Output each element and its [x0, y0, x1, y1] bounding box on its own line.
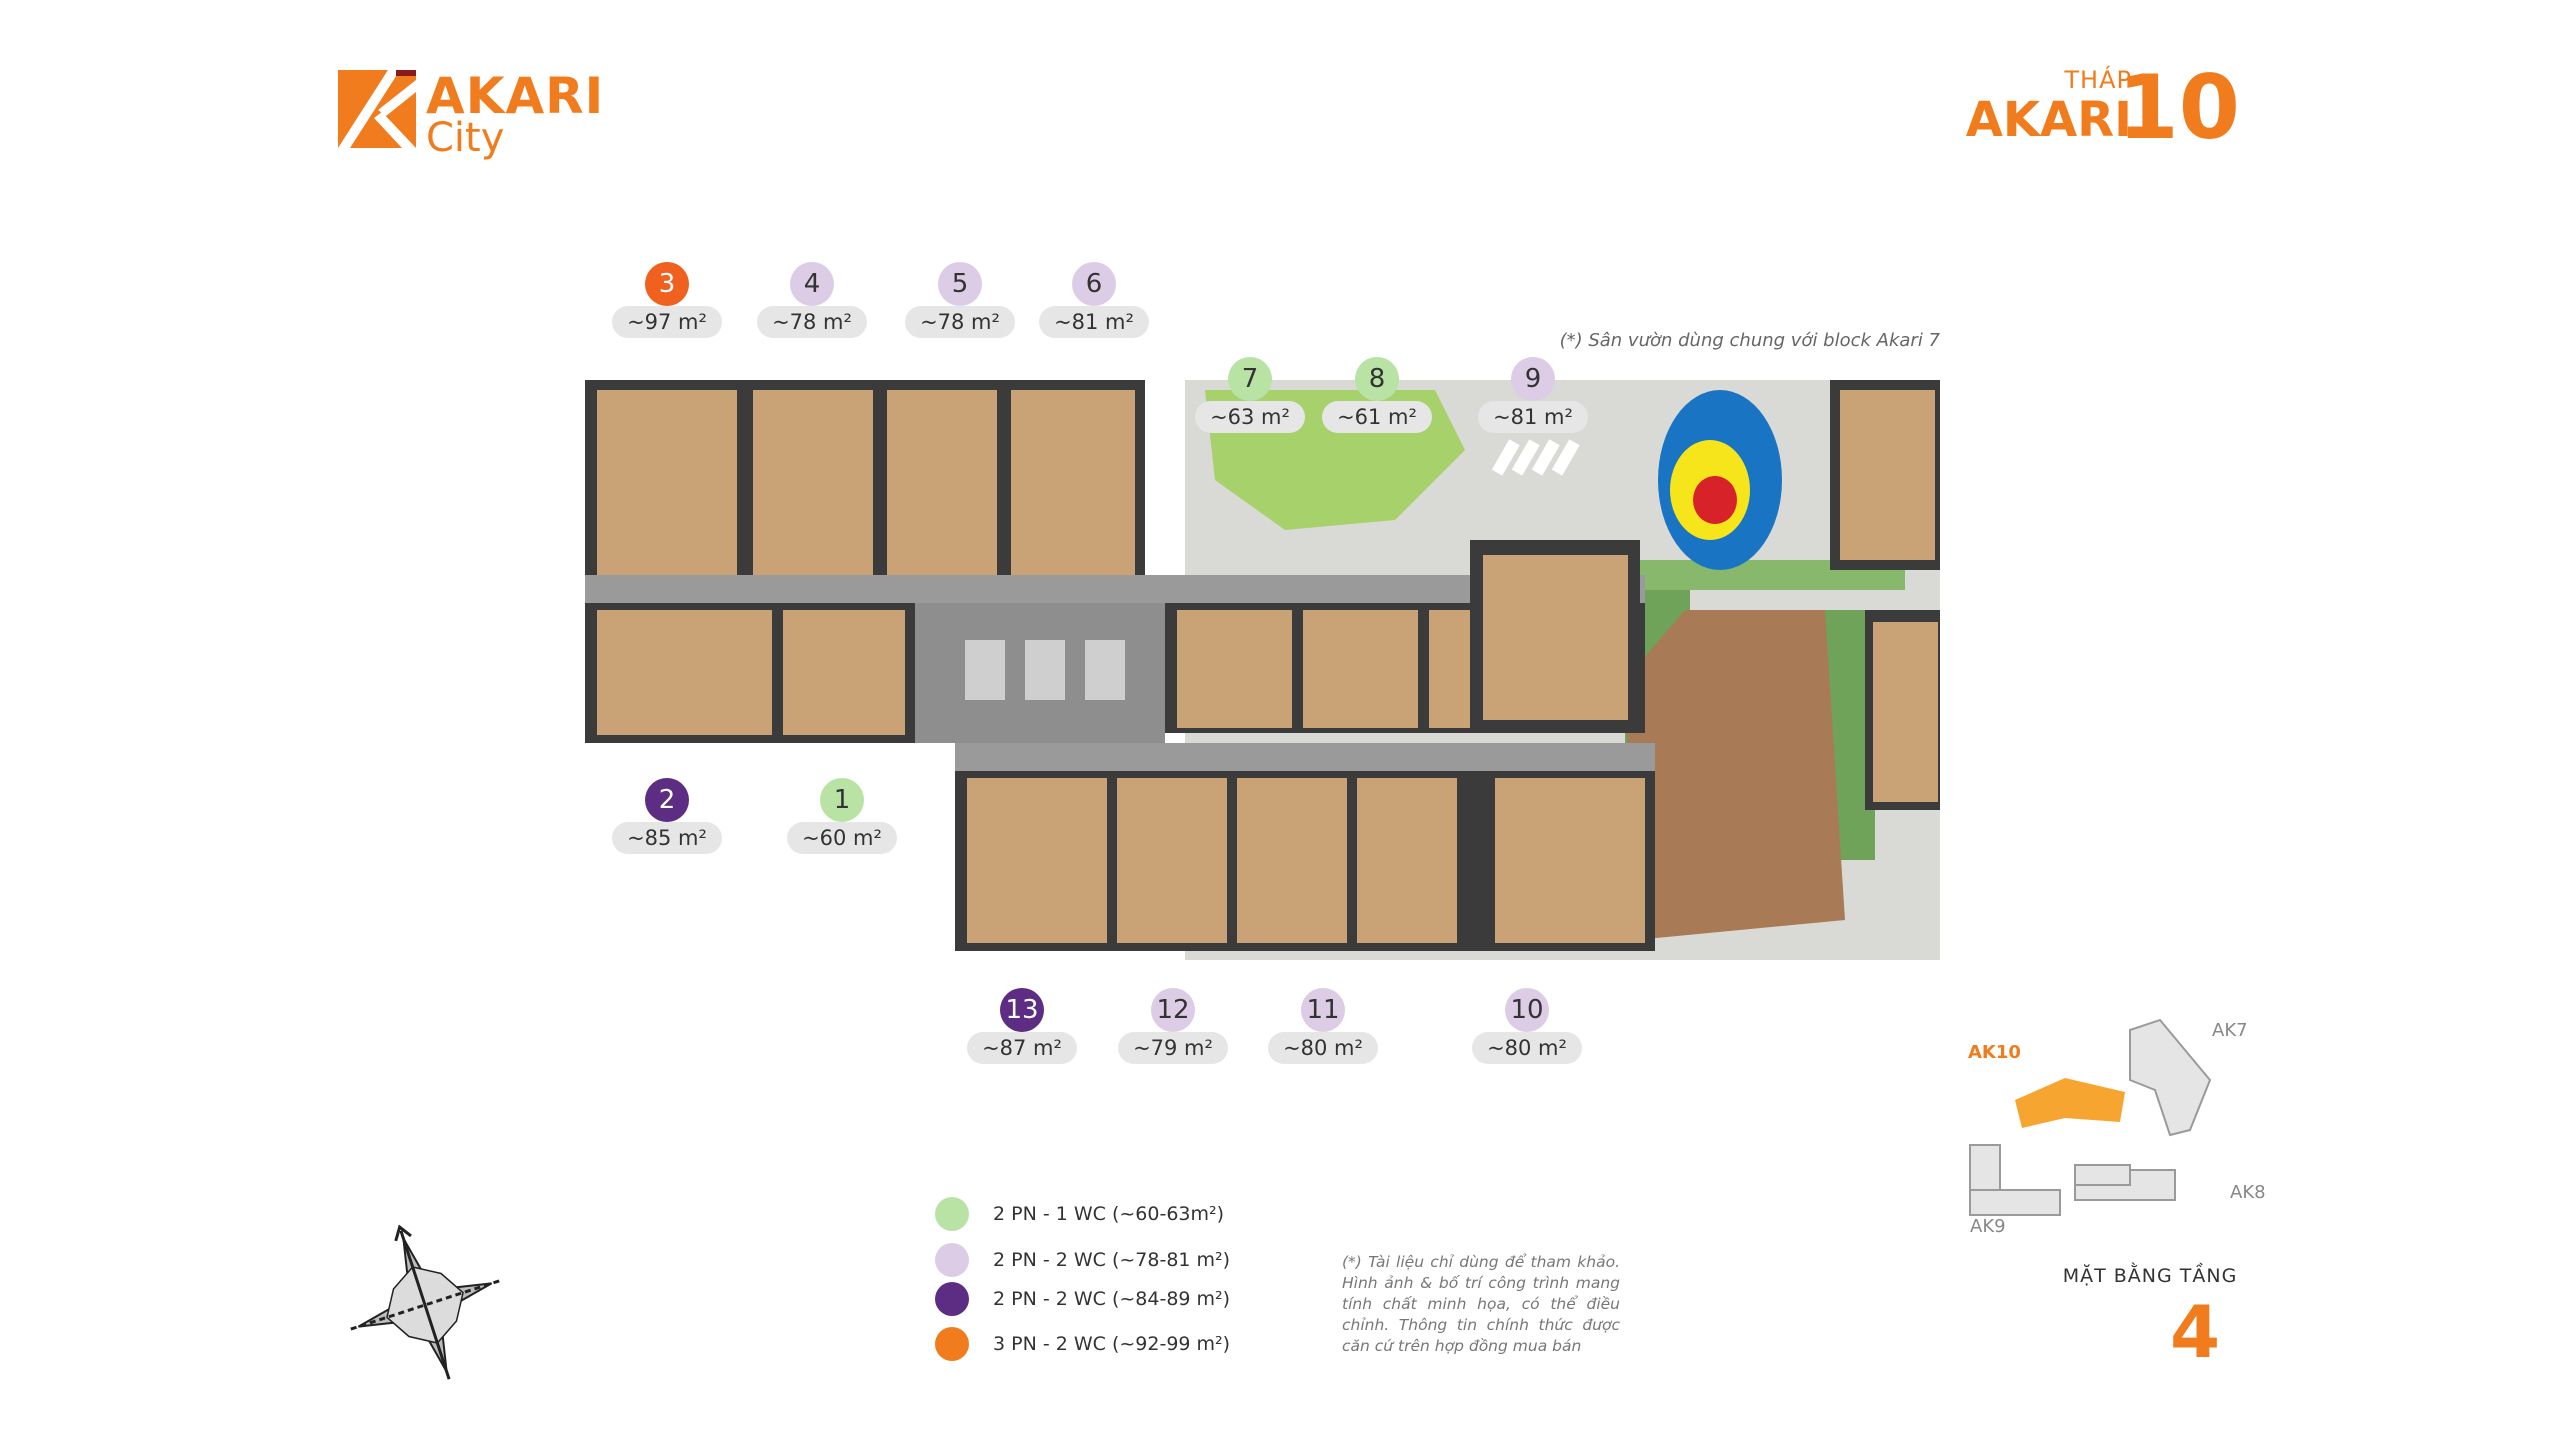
legend: 2 PN - 1 WC (~60-63m²) 2 PN - 2 WC (~78-…: [935, 1195, 1295, 1385]
legend-label: 2 PN - 1 WC (~60-63m²): [993, 1203, 1225, 1225]
unit-marker-5[interactable]: 5 ~78 m²: [905, 262, 1015, 342]
playground: [1693, 476, 1737, 524]
unit-area: ~78 m²: [905, 306, 1015, 338]
legend-swatch: [935, 1327, 969, 1361]
unit-number-badge: 12: [1151, 988, 1195, 1032]
unit-marker-9[interactable]: 9 ~81 m²: [1478, 357, 1588, 437]
unit-marker-6[interactable]: 6 ~81 m²: [1039, 262, 1149, 342]
legend-label: 3 PN - 2 WC (~92-99 m²): [993, 1333, 1231, 1355]
unit-area: ~79 m²: [1118, 1032, 1228, 1064]
unit-number-badge: 9: [1511, 357, 1555, 401]
wood-deck: [1625, 610, 1845, 940]
tower-name: AKARI: [1965, 92, 2132, 148]
unit-area: ~61 m²: [1322, 401, 1432, 433]
legend-label: 2 PN - 2 WC (~78-81 m²): [993, 1249, 1231, 1271]
unit-area: ~80 m²: [1472, 1032, 1582, 1064]
legend-item: 3 PN - 2 WC (~92-99 m²): [935, 1325, 1295, 1365]
unit-marker-10[interactable]: 10 ~80 m²: [1472, 988, 1582, 1068]
unit-area: ~78 m²: [757, 306, 867, 338]
unit-area: ~60 m²: [787, 822, 897, 854]
legend-swatch: [935, 1243, 969, 1277]
unit-marker-7[interactable]: 7 ~63 m²: [1195, 357, 1305, 437]
unit-marker-12[interactable]: 12 ~79 m²: [1118, 988, 1228, 1068]
unit-number-badge: 2: [645, 778, 689, 822]
floor-number-wrap: 4: [2040, 1290, 2340, 1374]
unit-number-badge: 11: [1301, 988, 1345, 1032]
key-map-label-ak8: AK8: [2230, 1182, 2266, 1203]
unit-number-badge: 4: [790, 262, 834, 306]
brand-logo: AKARI City: [338, 70, 603, 161]
tower-title: THÁP AKARI 10: [1966, 56, 2240, 159]
legend-item: 2 PN - 2 WC (~84-89 m²): [935, 1280, 1295, 1320]
unit-number-badge: 8: [1355, 357, 1399, 401]
floor-plan-title: MẶT BẰNG TẦNG: [2062, 1265, 2238, 1287]
unit-marker-11[interactable]: 11 ~80 m²: [1268, 988, 1378, 1068]
key-map-label-ak9: AK9: [1970, 1216, 2006, 1237]
legend-label: 2 PN - 2 WC (~84-89 m²): [993, 1288, 1231, 1310]
unit-area: ~87 m²: [967, 1032, 1077, 1064]
unit-area: ~85 m²: [612, 822, 722, 854]
unit-area: ~80 m²: [1268, 1032, 1378, 1064]
floor-number: 4: [2170, 1290, 2221, 1374]
disclaimer-text: (*) Tài liệu chỉ dùng để tham khảo. Hình…: [1342, 1253, 1620, 1355]
compass-rose-icon: [350, 1224, 500, 1380]
site-key-map: AK10 AK7 AK8 AK9: [1960, 1010, 2280, 1240]
key-map-label-ak7: AK7: [2212, 1020, 2248, 1041]
unit-number-badge: 13: [1000, 988, 1044, 1032]
unit-number-badge: 5: [938, 262, 982, 306]
unit-number-badge: 10: [1505, 988, 1549, 1032]
tower-prefix: THÁP: [2064, 66, 2132, 94]
unit-marker-8[interactable]: 8 ~61 m²: [1322, 357, 1432, 437]
garden-note: (*) Sân vườn dùng chung với block Akari …: [1559, 330, 1940, 351]
corridor: [585, 575, 1645, 603]
unit-marker-4[interactable]: 4 ~78 m²: [757, 262, 867, 342]
logo-brand-text: AKARI: [426, 67, 605, 125]
key-map-label-ak10: AK10: [1968, 1042, 2021, 1063]
akari-logo-mark-icon: [338, 70, 416, 148]
unit-number-badge: 6: [1072, 262, 1116, 306]
logo-sub-text: City: [426, 115, 505, 161]
legend-item: 2 PN - 2 WC (~78-81 m²): [935, 1241, 1295, 1281]
unit-number-badge: 7: [1228, 357, 1272, 401]
ak7-block: [2129, 1018, 2212, 1137]
tower-number: 10: [2117, 56, 2240, 159]
unit-marker-3[interactable]: 3 ~97 m²: [612, 262, 722, 342]
unit-area: ~63 m²: [1195, 401, 1305, 433]
unit-marker-13[interactable]: 13 ~87 m²: [967, 988, 1077, 1068]
unit-number-badge: 1: [820, 778, 864, 822]
legend-item: 2 PN - 1 WC (~60-63m²): [935, 1195, 1295, 1235]
key-map-drawing: [1969, 1018, 2212, 1216]
unit-number-badge: 3: [645, 262, 689, 306]
unit-marker-2[interactable]: 2 ~85 m²: [612, 778, 722, 858]
legend-swatch: [935, 1197, 969, 1231]
unit-area: ~81 m²: [1039, 306, 1149, 338]
floor-plan-drawing: [585, 380, 1940, 960]
unit-marker-1[interactable]: 1 ~60 m²: [787, 778, 897, 858]
unit-area: ~97 m²: [612, 306, 722, 338]
ak10-block: [2015, 1078, 2125, 1128]
legend-swatch: [935, 1282, 969, 1316]
unit-area: ~81 m²: [1478, 401, 1588, 433]
